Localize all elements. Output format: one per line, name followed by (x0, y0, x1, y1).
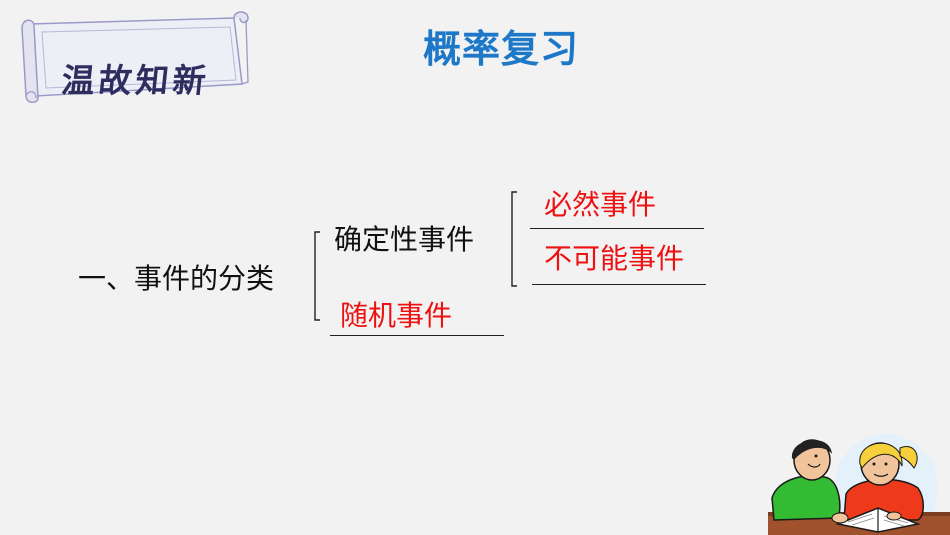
classification-heading: 一、事件的分类 (78, 262, 275, 295)
outer-bracket (314, 231, 320, 321)
children-reading-illustration (768, 434, 950, 535)
random-event-answer: 随机事件 (340, 299, 453, 332)
certain-event-answer: 必然事件 (544, 188, 657, 221)
banner-text: 温故知新 (59, 61, 212, 100)
scroll-shape (21, 11, 249, 103)
random-event-blank-line (330, 335, 504, 336)
scroll-banner: 温故知新 (16, 10, 254, 106)
inner-bracket (511, 191, 517, 287)
page-title: 概率复习 (423, 27, 580, 71)
impossible-event-answer: 不可能事件 (544, 242, 685, 275)
certain-event-blank-line (530, 228, 704, 229)
impossible-event-blank-line (532, 284, 706, 285)
deterministic-event-label: 确定性事件 (334, 223, 475, 256)
